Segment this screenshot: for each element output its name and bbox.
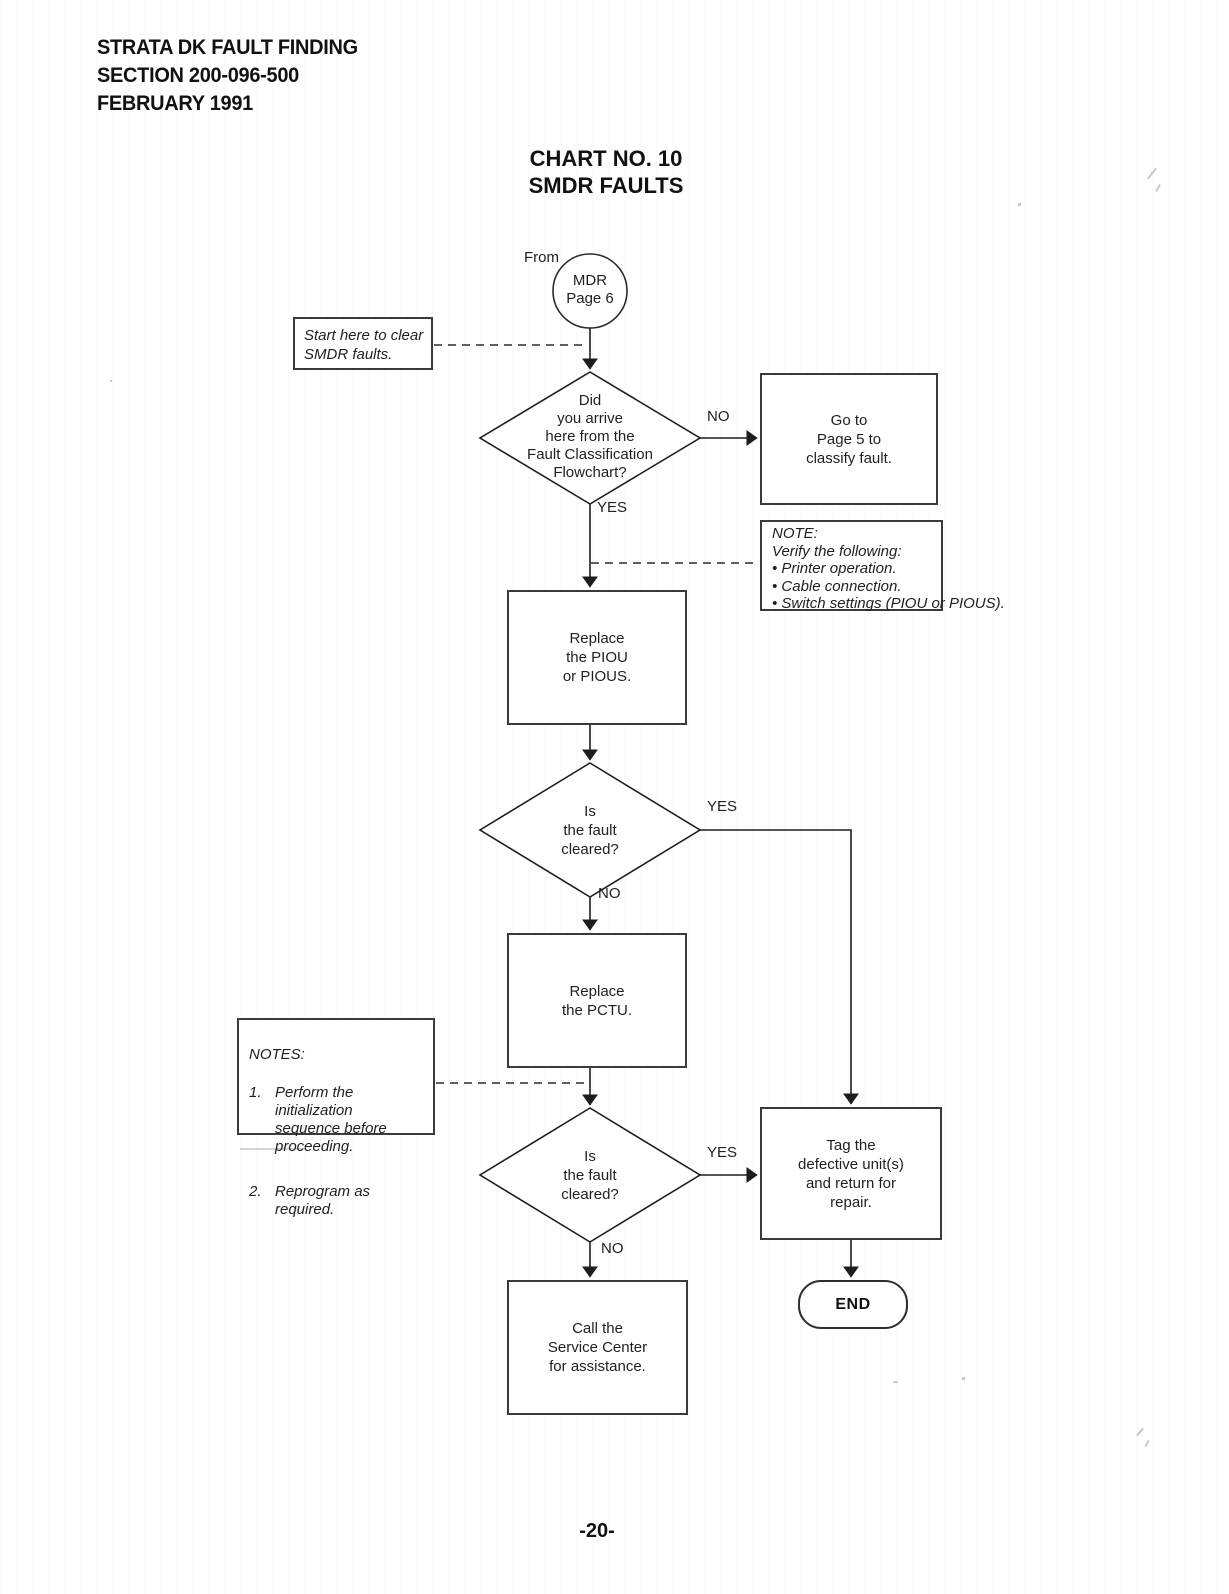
replace-piou-text: Replace the PIOU or PIOUS. <box>562 630 632 685</box>
scan-artifact <box>240 1148 306 1150</box>
decision1-question: Did you arrive here from the Fault Class… <box>527 392 653 481</box>
start-note-text: Start here to clear SMDR faults. <box>304 327 424 363</box>
entry-connector-label: MDR Page 6 <box>566 272 614 307</box>
replace-pctu-box: Replace the PCTU. <box>507 933 687 1068</box>
scan-artifact <box>893 1381 898 1383</box>
scan-artifact <box>1018 203 1021 206</box>
replace-piou-box: Replace the PIOU or PIOUS. <box>507 590 687 725</box>
decision1-no-label: NO <box>707 408 730 425</box>
scan-artifact <box>962 1377 965 1380</box>
header-line: STRATA DK FAULT FINDING <box>97 36 358 59</box>
decision3-yes-label: YES <box>707 1144 738 1161</box>
tag-defective-box: Tag the defective unit(s) and return for… <box>760 1107 942 1240</box>
start-note-box: Start here to clear SMDR faults. <box>293 317 433 370</box>
chart-title-line2: SMDR FAULTS <box>528 173 684 198</box>
chart-title: CHART NO. 10 SMDR FAULTS <box>456 145 756 199</box>
from-label: From <box>524 249 559 266</box>
decision3-question: Is the fault cleared? <box>561 1148 619 1203</box>
notes-item: 1. Perform the initialization sequence b… <box>249 1084 429 1156</box>
end-terminal-text: END <box>835 1295 871 1313</box>
notes-box: NOTES: 1. Perform the initialization seq… <box>237 1018 435 1218</box>
page-number: -20- <box>579 1520 615 1542</box>
decision2-question: Is the fault cleared? <box>561 803 619 858</box>
end-terminal: END <box>798 1280 908 1329</box>
notes-title: NOTES: <box>249 1046 305 1063</box>
decision2-no-label: NO <box>598 885 621 902</box>
decision2-yes-label: YES <box>707 798 738 815</box>
goto-page5-box: Go to Page 5 to classify fault. <box>760 373 938 505</box>
replace-pctu-text: Replace the PCTU. <box>561 982 633 1019</box>
notes-item: 2. Reprogram as required. <box>249 1183 429 1219</box>
scan-artifact <box>110 380 112 382</box>
note-box: NOTE: Verify the following: • Printer op… <box>760 520 1005 612</box>
header-line: FEBRUARY 1991 <box>97 92 253 115</box>
chart-title-line1: CHART NO. 10 <box>529 146 683 171</box>
notes-item-text: Reprogram as required. <box>275 1183 371 1218</box>
note-text: NOTE: Verify the following: • Printer op… <box>772 525 1005 613</box>
header-line: SECTION 200-096-500 <box>97 64 299 87</box>
arrow-decision2-yes <box>700 829 859 1105</box>
goto-page5-text: Go to Page 5 to classify fault. <box>806 411 892 467</box>
notes-item-number: 1. <box>249 1084 262 1101</box>
notes-item-number: 2. <box>249 1183 262 1200</box>
call-service-text: Call the Service Center for assistance. <box>547 1320 648 1375</box>
call-service-box: Call the Service Center for assistance. <box>507 1280 688 1415</box>
decision3-no-label: NO <box>601 1240 624 1257</box>
document-header: STRATA DK FAULT FINDING SECTION 200-096-… <box>97 34 358 118</box>
notes-item-text: Perform the initialization sequence befo… <box>275 1084 387 1155</box>
tag-defective-text: Tag the defective unit(s) and return for… <box>798 1136 904 1211</box>
decision1-yes-label: YES <box>597 499 628 516</box>
